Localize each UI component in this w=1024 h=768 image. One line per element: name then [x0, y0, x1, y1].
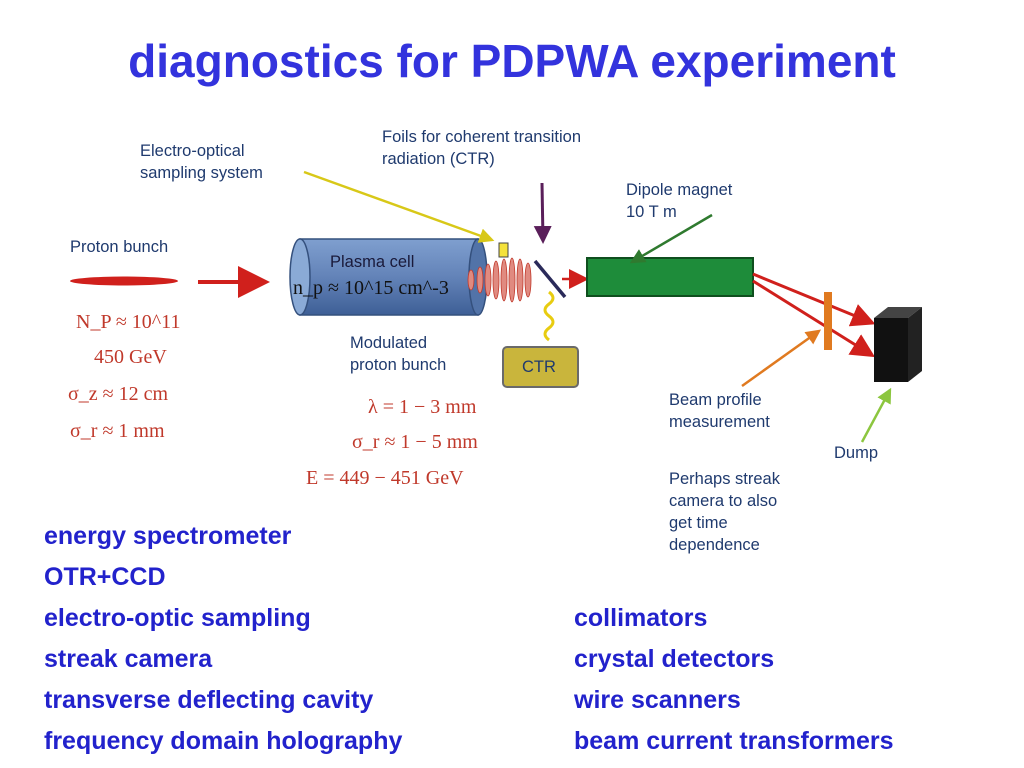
ctr-foil — [533, 259, 567, 299]
list-item: streak camera — [44, 645, 213, 673]
list-item: crystal detectors — [574, 645, 775, 673]
beam-profile-screen — [824, 292, 832, 350]
list-item: frequency domain holography — [44, 727, 403, 755]
list-item: OTR+CCD — [44, 563, 166, 591]
modulated-param-energy: E = 449 − 451 GeV — [306, 467, 464, 489]
proton-param-sigmar: σ_r ≈ 1 mm — [70, 420, 165, 442]
proton-bunch-label: Proton bunch — [70, 238, 169, 256]
proton-bunch-shape — [70, 276, 178, 286]
modulated-bunch-shape — [467, 257, 532, 303]
slide-title: diagnostics for PDPWA experiment — [128, 35, 896, 87]
list-item: energy spectrometer — [44, 522, 292, 550]
list-item: electro-optic sampling — [44, 604, 311, 632]
proton-param-energy: 450 GeV — [94, 346, 167, 368]
foils-arrow — [533, 182, 552, 244]
plasma-cell-label: Plasma cell — [330, 253, 415, 271]
eos-crystal — [498, 242, 509, 258]
modulated-param-lambda: λ = 1 − 3 mm — [368, 396, 477, 418]
foils-label: Foils for coherent transition radiation … — [382, 128, 582, 168]
beam-upper — [752, 272, 876, 327]
beam-profile-label: Beam profile measurement — [669, 391, 770, 431]
diagnostics-list-right: collimators crystal detectors wire scann… — [574, 598, 894, 762]
list-item: collimators — [574, 604, 708, 632]
beam-profile-arrow — [741, 329, 822, 388]
diagnostics-list-left: energy spectrometer OTR+CCD electro-opti… — [44, 516, 402, 762]
modulated-bunch-label: Modulated proton bunch — [350, 334, 447, 374]
eos-label: Electro-optical sampling system — [140, 142, 263, 182]
plasma-density: n_p ≈ 10^15 cm^-3 — [293, 277, 449, 299]
proton-param-sigmaz: σ_z ≈ 12 cm — [68, 383, 169, 405]
ctr-label: CTR — [522, 358, 556, 376]
streak-camera-note: Perhaps streak camera to also get time d… — [669, 470, 780, 554]
dump-cube — [874, 307, 922, 382]
proton-param-np: N_P ≈ 10^11 — [76, 311, 181, 333]
list-item: beam current transformers — [574, 727, 894, 755]
ctr-box — [502, 346, 579, 388]
dump-arrow — [860, 387, 892, 443]
list-item: wire scanners — [574, 686, 741, 714]
ctr-wave — [543, 290, 555, 342]
dump-label: Dump — [834, 444, 879, 462]
modulated-param-sigmar: σ_r ≈ 1 − 5 mm — [352, 431, 478, 453]
dipole-arrow — [629, 213, 713, 264]
dipole-magnet — [586, 257, 754, 297]
dipole-label: Dipole magnet 10 T m — [626, 181, 733, 221]
list-item: transverse deflecting cavity — [44, 686, 374, 714]
eos-arrow — [303, 170, 495, 243]
beam-lower — [752, 279, 876, 358]
